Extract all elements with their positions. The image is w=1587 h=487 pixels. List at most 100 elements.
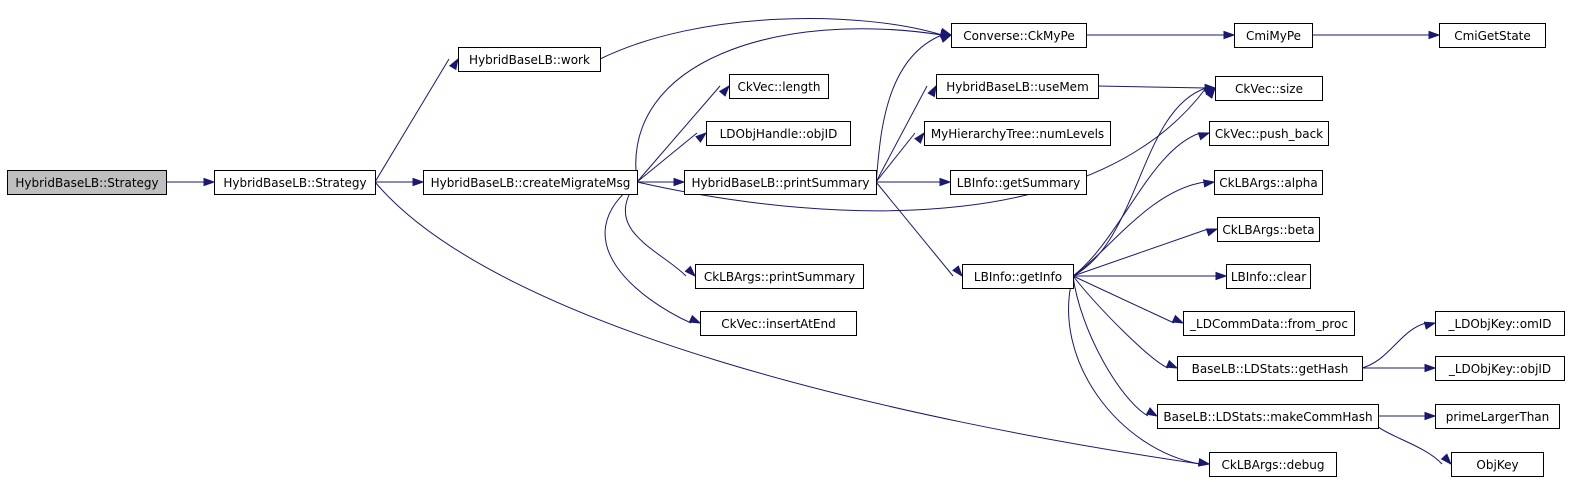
node-label: Converse::CkMyPe — [963, 29, 1074, 43]
node-box[interactable] — [1214, 170, 1323, 195]
node-objKeyObjID[interactable]: _LDObjKey::objID — [1435, 356, 1565, 381]
node-argsPrintSummary[interactable]: CkLBArgs::printSummary — [695, 264, 864, 289]
node-insertAtEnd[interactable]: CkVec::insertAtEnd — [700, 311, 857, 336]
node-box[interactable] — [214, 170, 376, 195]
node-box[interactable] — [1157, 404, 1379, 429]
node-beta[interactable]: CkLBArgs::beta — [1217, 217, 1320, 242]
arrowhead — [1424, 411, 1437, 421]
node-size[interactable]: CkVec::size — [1215, 76, 1323, 101]
node-omID[interactable]: _LDObjKey::omID — [1435, 311, 1565, 336]
edge-printSummary-to-getInfo — [875, 181, 963, 278]
node-label: HybridBaseLB::printSummary — [691, 176, 869, 190]
edge-cmiMyPe-to-cmiGetState — [1312, 30, 1441, 40]
node-label: HybridBaseLB::useMem — [946, 80, 1089, 94]
node-debug[interactable]: CkLBArgs::debug — [1209, 452, 1337, 477]
node-cmiGetState[interactable]: CmiGetState — [1439, 23, 1546, 48]
arrowhead — [1424, 363, 1437, 373]
node-objKey[interactable]: ObjKey — [1451, 452, 1544, 477]
arrowhead — [412, 177, 425, 187]
node-box[interactable] — [1435, 404, 1560, 429]
node-box[interactable] — [1234, 23, 1313, 48]
node-ckMyPe[interactable]: Converse::CkMyPe — [951, 23, 1087, 48]
node-objID[interactable]: LDObjHandle::objID — [706, 121, 851, 146]
node-label: CkVec::insertAtEnd — [721, 317, 835, 331]
node-primeLargerThan[interactable]: primeLargerThan — [1435, 404, 1560, 429]
node-box[interactable] — [1177, 356, 1363, 381]
node-box[interactable] — [684, 170, 877, 195]
node-box[interactable] — [1435, 356, 1565, 381]
edge-printSummary-to-getSummary — [876, 177, 952, 187]
node-cmiMyPe[interactable]: CmiMyPe — [1234, 23, 1313, 48]
edge-printSummary-to-numLevels — [875, 131, 925, 183]
node-box[interactable] — [1183, 311, 1355, 336]
arrowhead — [1428, 30, 1441, 40]
edge-createMigrateMsg-to-printSummary — [637, 177, 686, 187]
node-useMem[interactable]: HybridBaseLB::useMem — [936, 74, 1099, 99]
node-box[interactable] — [7, 170, 167, 195]
node-getHash[interactable]: BaseLB::LDStats::getHash — [1177, 356, 1363, 381]
node-box[interactable] — [1226, 264, 1311, 289]
node-strategy[interactable]: HybridBaseLB::Strategy — [214, 170, 376, 195]
node-label: HybridBaseLB::work — [469, 53, 590, 67]
node-label: HybridBaseLB::Strategy — [223, 176, 366, 190]
edge-root-to-strategy — [166, 177, 216, 187]
arrowhead — [1440, 453, 1453, 466]
node-box[interactable] — [1215, 76, 1323, 101]
node-box[interactable] — [700, 311, 857, 336]
node-box[interactable] — [1435, 311, 1565, 336]
node-box[interactable] — [950, 170, 1087, 195]
node-label: _LDObjKey::omID — [1447, 317, 1551, 331]
node-pushBack[interactable]: CkVec::push_back — [1209, 121, 1329, 146]
node-box[interactable] — [706, 121, 851, 146]
node-numLevels[interactable]: MyHierarchyTree::numLevels — [924, 121, 1111, 146]
node-box[interactable] — [1209, 121, 1329, 146]
edge-strategy-to-createMigrateMsg — [375, 177, 425, 187]
node-fromProc[interactable]: _LDCommData::from_proc — [1183, 311, 1355, 336]
arrowhead — [684, 265, 697, 278]
node-box[interactable] — [729, 74, 829, 99]
node-label: CkLBArgs::printSummary — [704, 270, 855, 284]
node-box[interactable] — [695, 264, 864, 289]
node-box[interactable] — [1209, 452, 1337, 477]
node-label: LDObjHandle::objID — [720, 127, 838, 141]
node-box[interactable] — [1451, 452, 1544, 477]
node-printSummary[interactable]: HybridBaseLB::printSummary — [684, 170, 877, 195]
arrowhead — [448, 57, 459, 71]
node-box[interactable] — [1217, 217, 1320, 242]
node-createMigrateMsg[interactable]: HybridBaseLB::createMigrateMsg — [423, 170, 638, 195]
edge-getInfo-to-getHash — [1072, 275, 1179, 369]
node-label: _LDCommData::from_proc — [1189, 317, 1348, 331]
node-length[interactable]: CkVec::length — [729, 74, 829, 99]
edge-createMigrateMsg-to-insertAtEnd — [604, 181, 702, 324]
node-root[interactable]: HybridBaseLB::Strategy — [7, 170, 167, 195]
arrowhead — [1145, 407, 1159, 417]
node-box[interactable] — [951, 23, 1087, 48]
node-box[interactable] — [458, 47, 601, 72]
node-box[interactable] — [962, 264, 1074, 289]
node-label: CmiMyPe — [1246, 29, 1301, 43]
edge-ckMyPe-to-cmiMyPe — [1086, 30, 1236, 40]
node-box[interactable] — [924, 121, 1111, 146]
node-getSummary[interactable]: LBInfo::getSummary — [950, 170, 1087, 195]
arrowhead — [1197, 132, 1211, 141]
edge-getInfo-to-pushBack — [1072, 132, 1211, 277]
node-clear[interactable]: LBInfo::clear — [1226, 264, 1311, 289]
node-work[interactable]: HybridBaseLB::work — [458, 47, 601, 72]
arrowhead — [939, 34, 953, 43]
edge-getHash-to-omID — [1361, 321, 1437, 369]
node-label: LBInfo::getInfo — [974, 270, 1062, 284]
node-alpha[interactable]: CkLBArgs::alpha — [1214, 170, 1323, 195]
arrowhead — [939, 177, 952, 187]
node-box[interactable] — [936, 74, 1099, 99]
arrowhead — [914, 131, 925, 144]
edge-createMigrateMsg-to-objID — [636, 132, 708, 183]
node-label: MyHierarchyTree::numLevels — [931, 127, 1104, 141]
node-label: BaseLB::LDStats::getHash — [1192, 362, 1349, 376]
edge-printSummary-to-ckMyPe — [875, 34, 953, 183]
edge-createMigrateMsg-to-argsPrintSummary — [624, 181, 697, 278]
node-label: CkLBArgs::debug — [1222, 458, 1325, 472]
node-box[interactable] — [1439, 23, 1546, 48]
node-makeCommHash[interactable]: BaseLB::LDStats::makeCommHash — [1157, 404, 1379, 429]
node-getInfo[interactable]: LBInfo::getInfo — [962, 264, 1074, 289]
node-box[interactable] — [423, 170, 638, 195]
